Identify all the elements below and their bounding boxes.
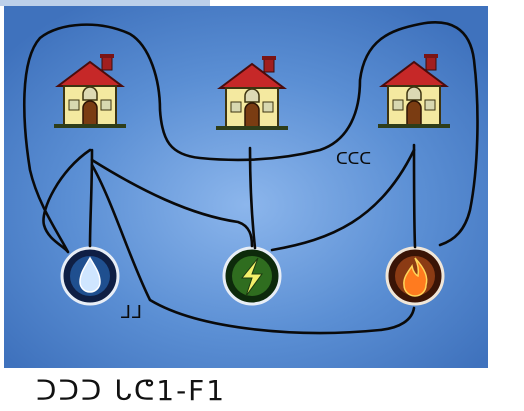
water-utility: [60, 246, 120, 306]
line-house-left-to-gas-loop: [90, 163, 416, 335]
line-electricity-to-house-right: [270, 148, 416, 252]
electricity-utility: [222, 246, 282, 306]
scribble-near-water: ᒧᒧ: [120, 302, 142, 323]
drawn-connections: [22, 21, 479, 335]
line-house-left-to-water: [88, 148, 94, 248]
line-outer-loop: [22, 21, 479, 254]
scribbled-caption: ᑐᑐᑐ ᒐᕦ1-F1: [36, 374, 227, 407]
scribble-near-right-house: ᑕᑕᑕ: [336, 149, 371, 168]
line-house-left-to-electricity: [90, 158, 254, 248]
lightning-icon: [240, 257, 263, 297]
puzzle-background: [4, 6, 488, 368]
water-drop-icon: [79, 256, 101, 293]
flame-icon: [403, 257, 428, 297]
line-house-right-to-gas: [412, 143, 417, 249]
gas-utility: [385, 246, 445, 306]
